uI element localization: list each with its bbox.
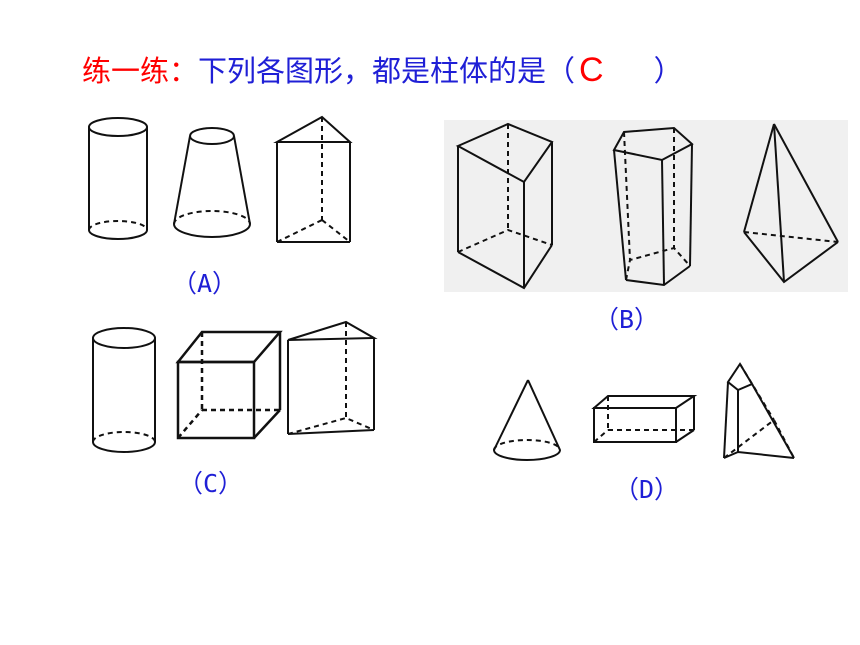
option-d-label: （D） xyxy=(614,475,680,504)
option-d-figures xyxy=(488,360,808,470)
cube-shape-c xyxy=(175,330,283,440)
option-b-photo-background xyxy=(444,120,848,292)
question-closing: ） xyxy=(653,54,683,88)
triangular-prism-shape-c xyxy=(287,320,378,435)
cone-shape-d xyxy=(493,379,561,461)
option-a-label: （A） xyxy=(172,269,238,298)
option-c-figures xyxy=(88,318,388,458)
cuboid-shape-d xyxy=(591,395,698,443)
question-prefix: 练一练： xyxy=(82,54,199,88)
option-b-figures xyxy=(444,120,848,292)
cylinder-shape-a xyxy=(88,117,148,240)
question-text: 下列各图形，都是柱体的是（ xyxy=(198,54,576,88)
triangular-pyramid-shape-b xyxy=(743,123,839,284)
answer-text: C xyxy=(579,51,604,89)
quadrilateral-prism-shape-b xyxy=(455,122,554,290)
option-b-label: （B） xyxy=(594,305,660,334)
triangular-prism-shape-a xyxy=(273,115,353,243)
option-c-label: （C） xyxy=(178,469,244,498)
question-title: 练一练：下列各图形，都是柱体的是（C ） xyxy=(82,48,683,93)
frustum-shape-a xyxy=(173,127,251,238)
option-a-figures xyxy=(80,112,360,252)
pentagonal-prism-shape-b xyxy=(612,126,694,287)
frustum-of-pyramid-shape-d xyxy=(723,362,795,459)
cylinder-shape-c xyxy=(92,327,156,453)
